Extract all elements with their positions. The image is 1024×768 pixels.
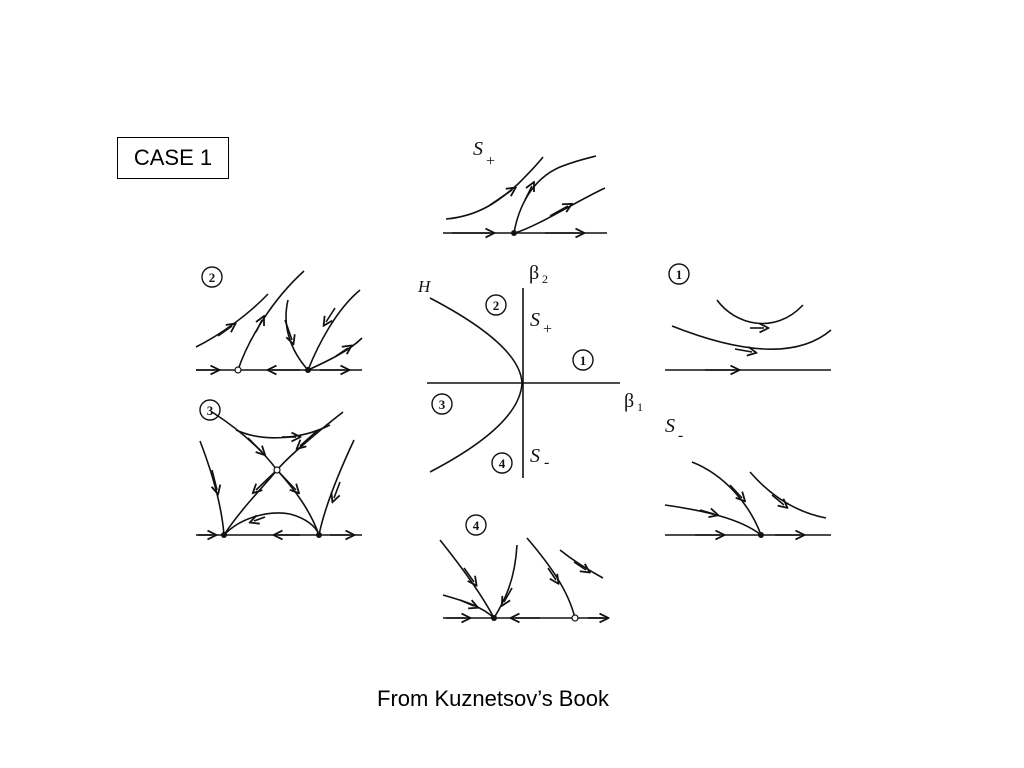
beta1-label: β [624,390,634,412]
panel-2-label: 2 [209,270,216,285]
panel-1-label: 1 [676,267,683,282]
panel-region-1 [665,299,832,370]
panel-region-3 [196,411,362,535]
s-plus-panel-sub: + [486,153,495,170]
region-2-label: 2 [493,298,500,313]
caption: From Kuznetsov’s Book [0,686,1024,712]
s-minus-panel-label: S [665,415,675,437]
panel-s-plus [443,155,607,233]
panel-3-label: 3 [207,403,214,418]
s-plus-panel-label: S [473,138,483,160]
region-1-label: 1 [580,353,587,368]
caption-text: From Kuznetsov’s Book [377,686,609,711]
s-plus-curve-sub: + [543,321,552,338]
s-plus-curve-label: S [530,309,540,331]
curve-h-label: H [417,277,432,296]
case-label: CASE 1 [117,137,229,179]
beta1-sub: 1 [637,400,643,414]
s-minus-panel-sub: - [678,427,683,444]
beta2-label: β [529,262,539,284]
region-3-label: 3 [439,397,446,412]
hopf-curve-h [429,297,523,473]
parameter-plane [427,288,620,478]
beta2-sub: 2 [542,272,548,286]
region-4-label: 4 [499,456,506,471]
panel-s-minus [664,461,831,535]
panel-region-4 [439,537,607,618]
s-minus-curve-label: S [530,445,540,467]
panel-region-2 [195,270,363,370]
s-minus-curve-sub: - [544,454,549,471]
panel-4-label: 4 [473,518,480,533]
